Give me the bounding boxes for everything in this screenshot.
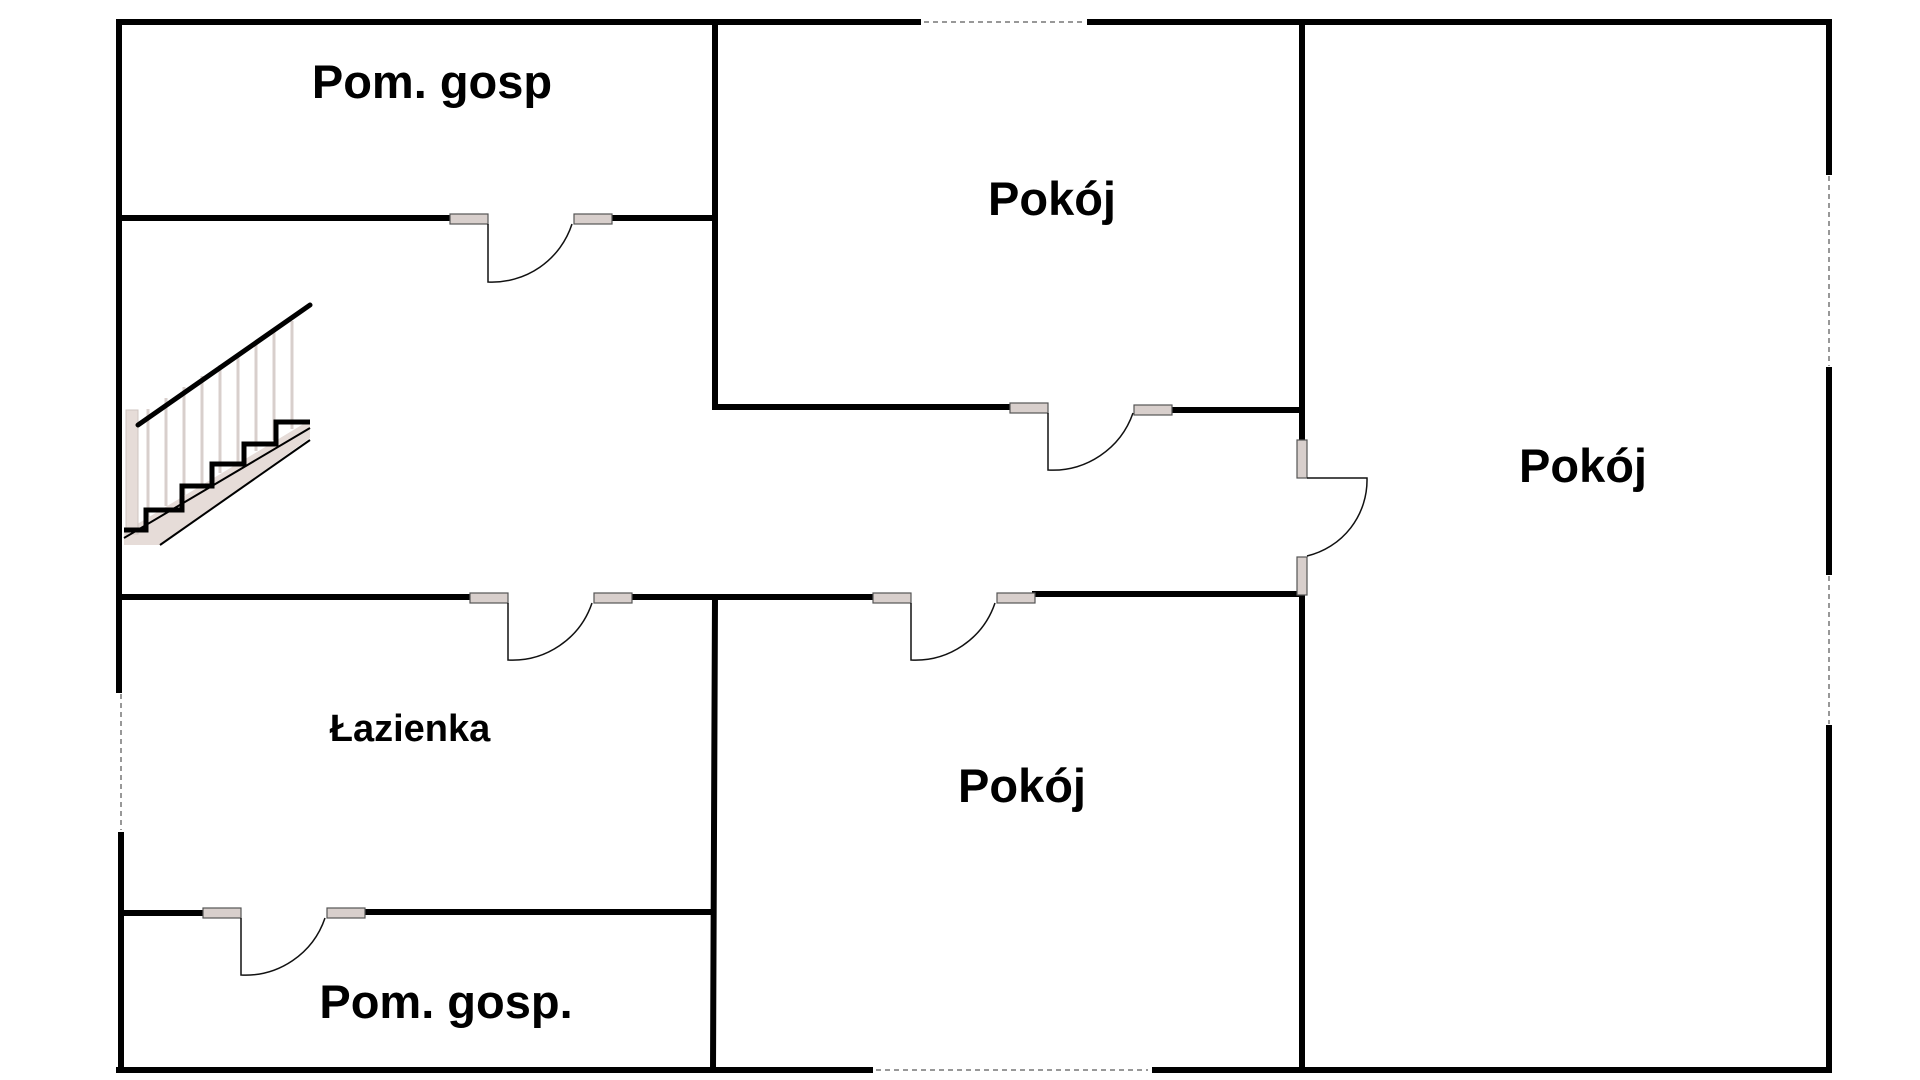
door-icon	[910, 602, 996, 661]
windows	[120, 21, 1830, 1071]
room-label-storage-bottom: Pom. gosp.	[319, 975, 572, 1028]
wall-vertical-lower-left	[709, 593, 719, 1074]
room-label-right: Pokój	[1519, 439, 1647, 492]
outer-walls	[116, 19, 1832, 1073]
door-lower-room[interactable]	[872, 592, 1036, 661]
door-upper-room[interactable]	[1009, 402, 1173, 471]
staircase-icon	[123, 302, 313, 546]
door-icon	[1306, 477, 1368, 557]
door-right-room[interactable]	[1296, 439, 1368, 596]
door-icon	[240, 917, 326, 976]
door-icon	[1047, 412, 1134, 471]
door-icon	[487, 223, 573, 283]
door-storage-top[interactable]	[449, 213, 613, 283]
room-label-upper-middle: Pokój	[988, 172, 1116, 225]
interior-walls	[116, 19, 1305, 1074]
room-label-storage-top: Pom. gosp	[312, 55, 552, 108]
room-label-lower-middle: Pokój	[958, 759, 1086, 812]
room-label-bathroom: Łazienka	[330, 708, 491, 750]
door-storage-bottom[interactable]	[202, 907, 366, 976]
door-bathroom[interactable]	[469, 592, 633, 661]
door-icon	[507, 602, 593, 661]
